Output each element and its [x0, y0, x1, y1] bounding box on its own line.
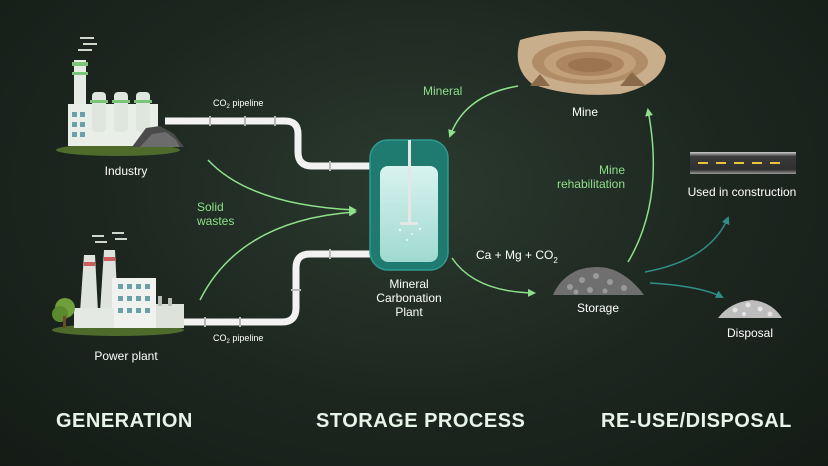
factory-icon: [56, 37, 184, 156]
disposal-label: Disposal: [727, 326, 773, 340]
plant-label-line-3: Plant: [395, 305, 423, 319]
section-reuse-disposal: RE-USE/DISPOSAL: [601, 410, 792, 432]
solid-wastes-label-line-2: wastes: [196, 214, 234, 228]
pipeline-label-top: CO2 pipeline: [213, 98, 263, 110]
mine-rehab-label-line-2: rehabilitation: [557, 177, 625, 191]
power-plant-label: Power plant: [94, 349, 158, 363]
section-storage-process: STORAGE PROCESS: [316, 410, 526, 432]
pipeline-label-bottom: CO2 pipeline: [213, 333, 263, 345]
construction-arrow: [644, 216, 730, 273]
disposal-arrow: [649, 282, 724, 298]
gravel-icon: [718, 300, 782, 318]
section-generation: GENERATION: [56, 410, 193, 432]
rock-pile-icon: [553, 267, 644, 295]
storage-arrow: [451, 257, 536, 297]
plant-label-line-2: Carbonation: [376, 291, 441, 305]
ca-mg-co2-label: Ca + Mg + CO2: [476, 248, 558, 265]
mine-rehab-label-line-1: Mine: [599, 163, 625, 177]
reactor-tank-icon: [369, 139, 449, 271]
solid-wastes-arrow-bottom: [199, 208, 357, 301]
storage-label: Storage: [577, 301, 619, 315]
mine-rehabilitation-arrow: [627, 108, 655, 263]
co2-pipeline-bottom: [180, 249, 372, 327]
road-icon: [690, 152, 796, 174]
construction-label: Used in construction: [688, 185, 797, 199]
open-pit-mine-icon: [517, 31, 666, 95]
power-plant-icon: [52, 232, 184, 336]
co2-pipeline-top: [165, 116, 372, 171]
mineral-label: Mineral: [423, 84, 462, 98]
mineral-arrow: [448, 85, 519, 138]
industry-label: Industry: [105, 164, 148, 178]
mine-label: Mine: [572, 105, 598, 119]
solid-wastes-arrow-top: [207, 159, 357, 214]
solid-wastes-label-line-1: Solid: [197, 200, 224, 214]
plant-label-line-1: Mineral: [389, 277, 428, 291]
